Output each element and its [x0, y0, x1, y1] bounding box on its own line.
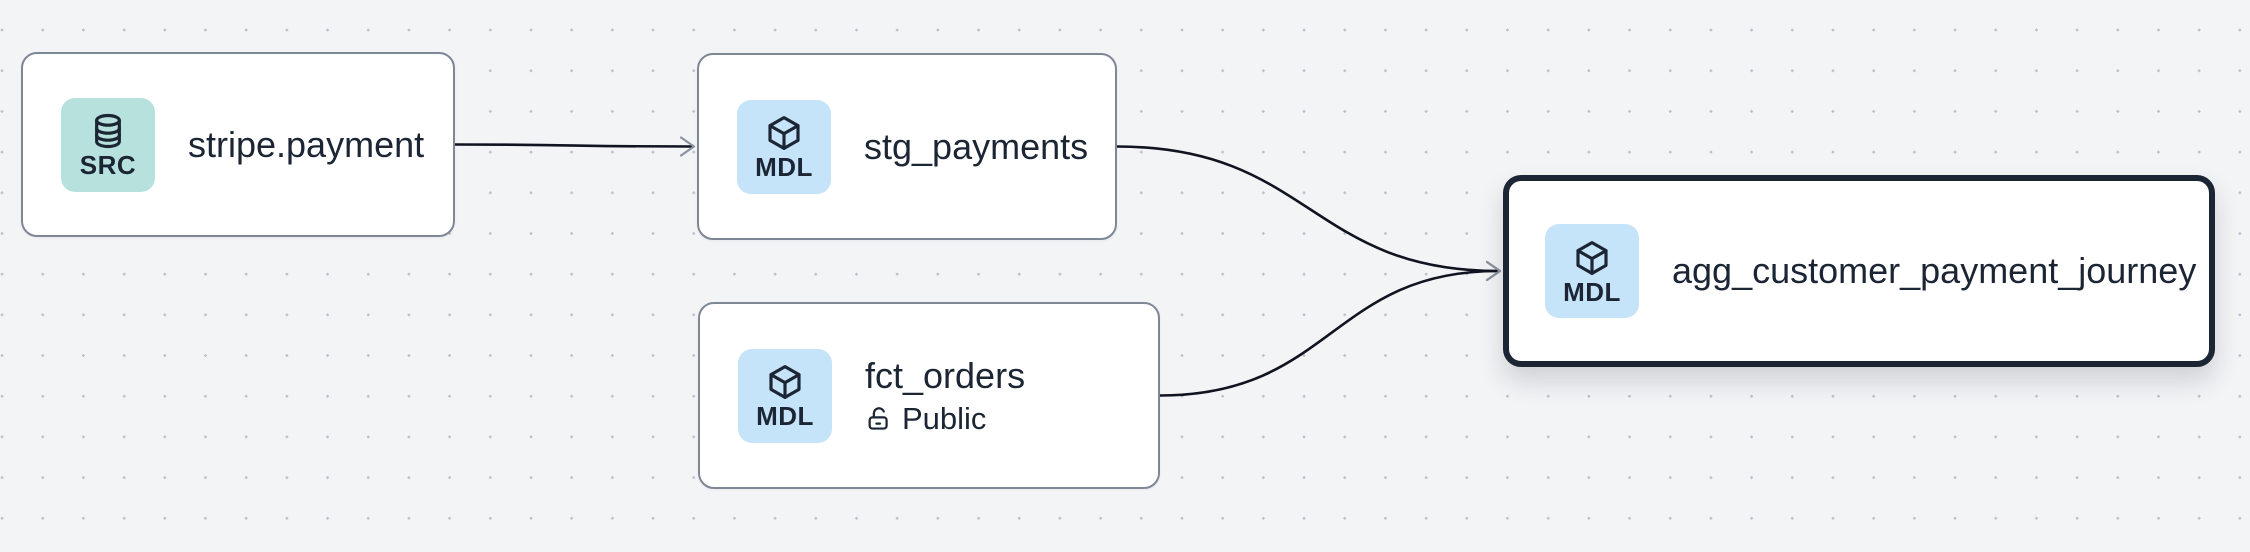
access-row: Public — [865, 401, 1025, 437]
cube-icon — [768, 116, 800, 150]
edge-stg_payments-to-agg_customer_payment_journey — [1116, 145, 1499, 273]
node-stg-payments[interactable]: MDL stg_payments — [697, 53, 1117, 240]
node-title: agg_customer_payment_journey — [1672, 250, 2197, 291]
badge-label: MDL — [756, 401, 814, 431]
arrowhead-icon — [1485, 260, 1502, 282]
access-label: Public — [902, 401, 987, 436]
node-agg-customer-payment-journey[interactable]: MDL agg_customer_payment_journey — [1503, 175, 2215, 367]
badge-label: MDL — [1563, 276, 1621, 307]
cube-icon — [769, 365, 801, 399]
edge-stripe_payment-to-stg_payments — [454, 143, 693, 148]
arrowhead-icon — [679, 136, 696, 157]
node-fct-orders[interactable]: MDL fct_orders Public — [698, 302, 1160, 489]
badge-label: SRC — [79, 150, 137, 180]
database-icon — [95, 113, 121, 149]
node-title: stripe.payment — [188, 123, 425, 165]
unlock-icon — [868, 407, 888, 430]
cube-icon — [1576, 240, 1608, 275]
resource-type-badge-mdl: MDL — [738, 348, 832, 443]
badge-label: MDL — [755, 152, 813, 182]
arrowhead-icon — [1485, 260, 1502, 282]
node-stripe-payment[interactable]: SRC stripe.payment — [21, 52, 455, 237]
edge-fct_orders-to-agg_customer_payment_journey — [1159, 269, 1499, 397]
resource-type-badge-src: SRC — [61, 97, 155, 192]
resource-type-badge-mdl: MDL — [1545, 224, 1639, 318]
node-title: fct_orders — [865, 355, 1026, 396]
node-title: stg_payments — [864, 125, 1089, 167]
resource-type-badge-mdl: MDL — [737, 99, 831, 194]
